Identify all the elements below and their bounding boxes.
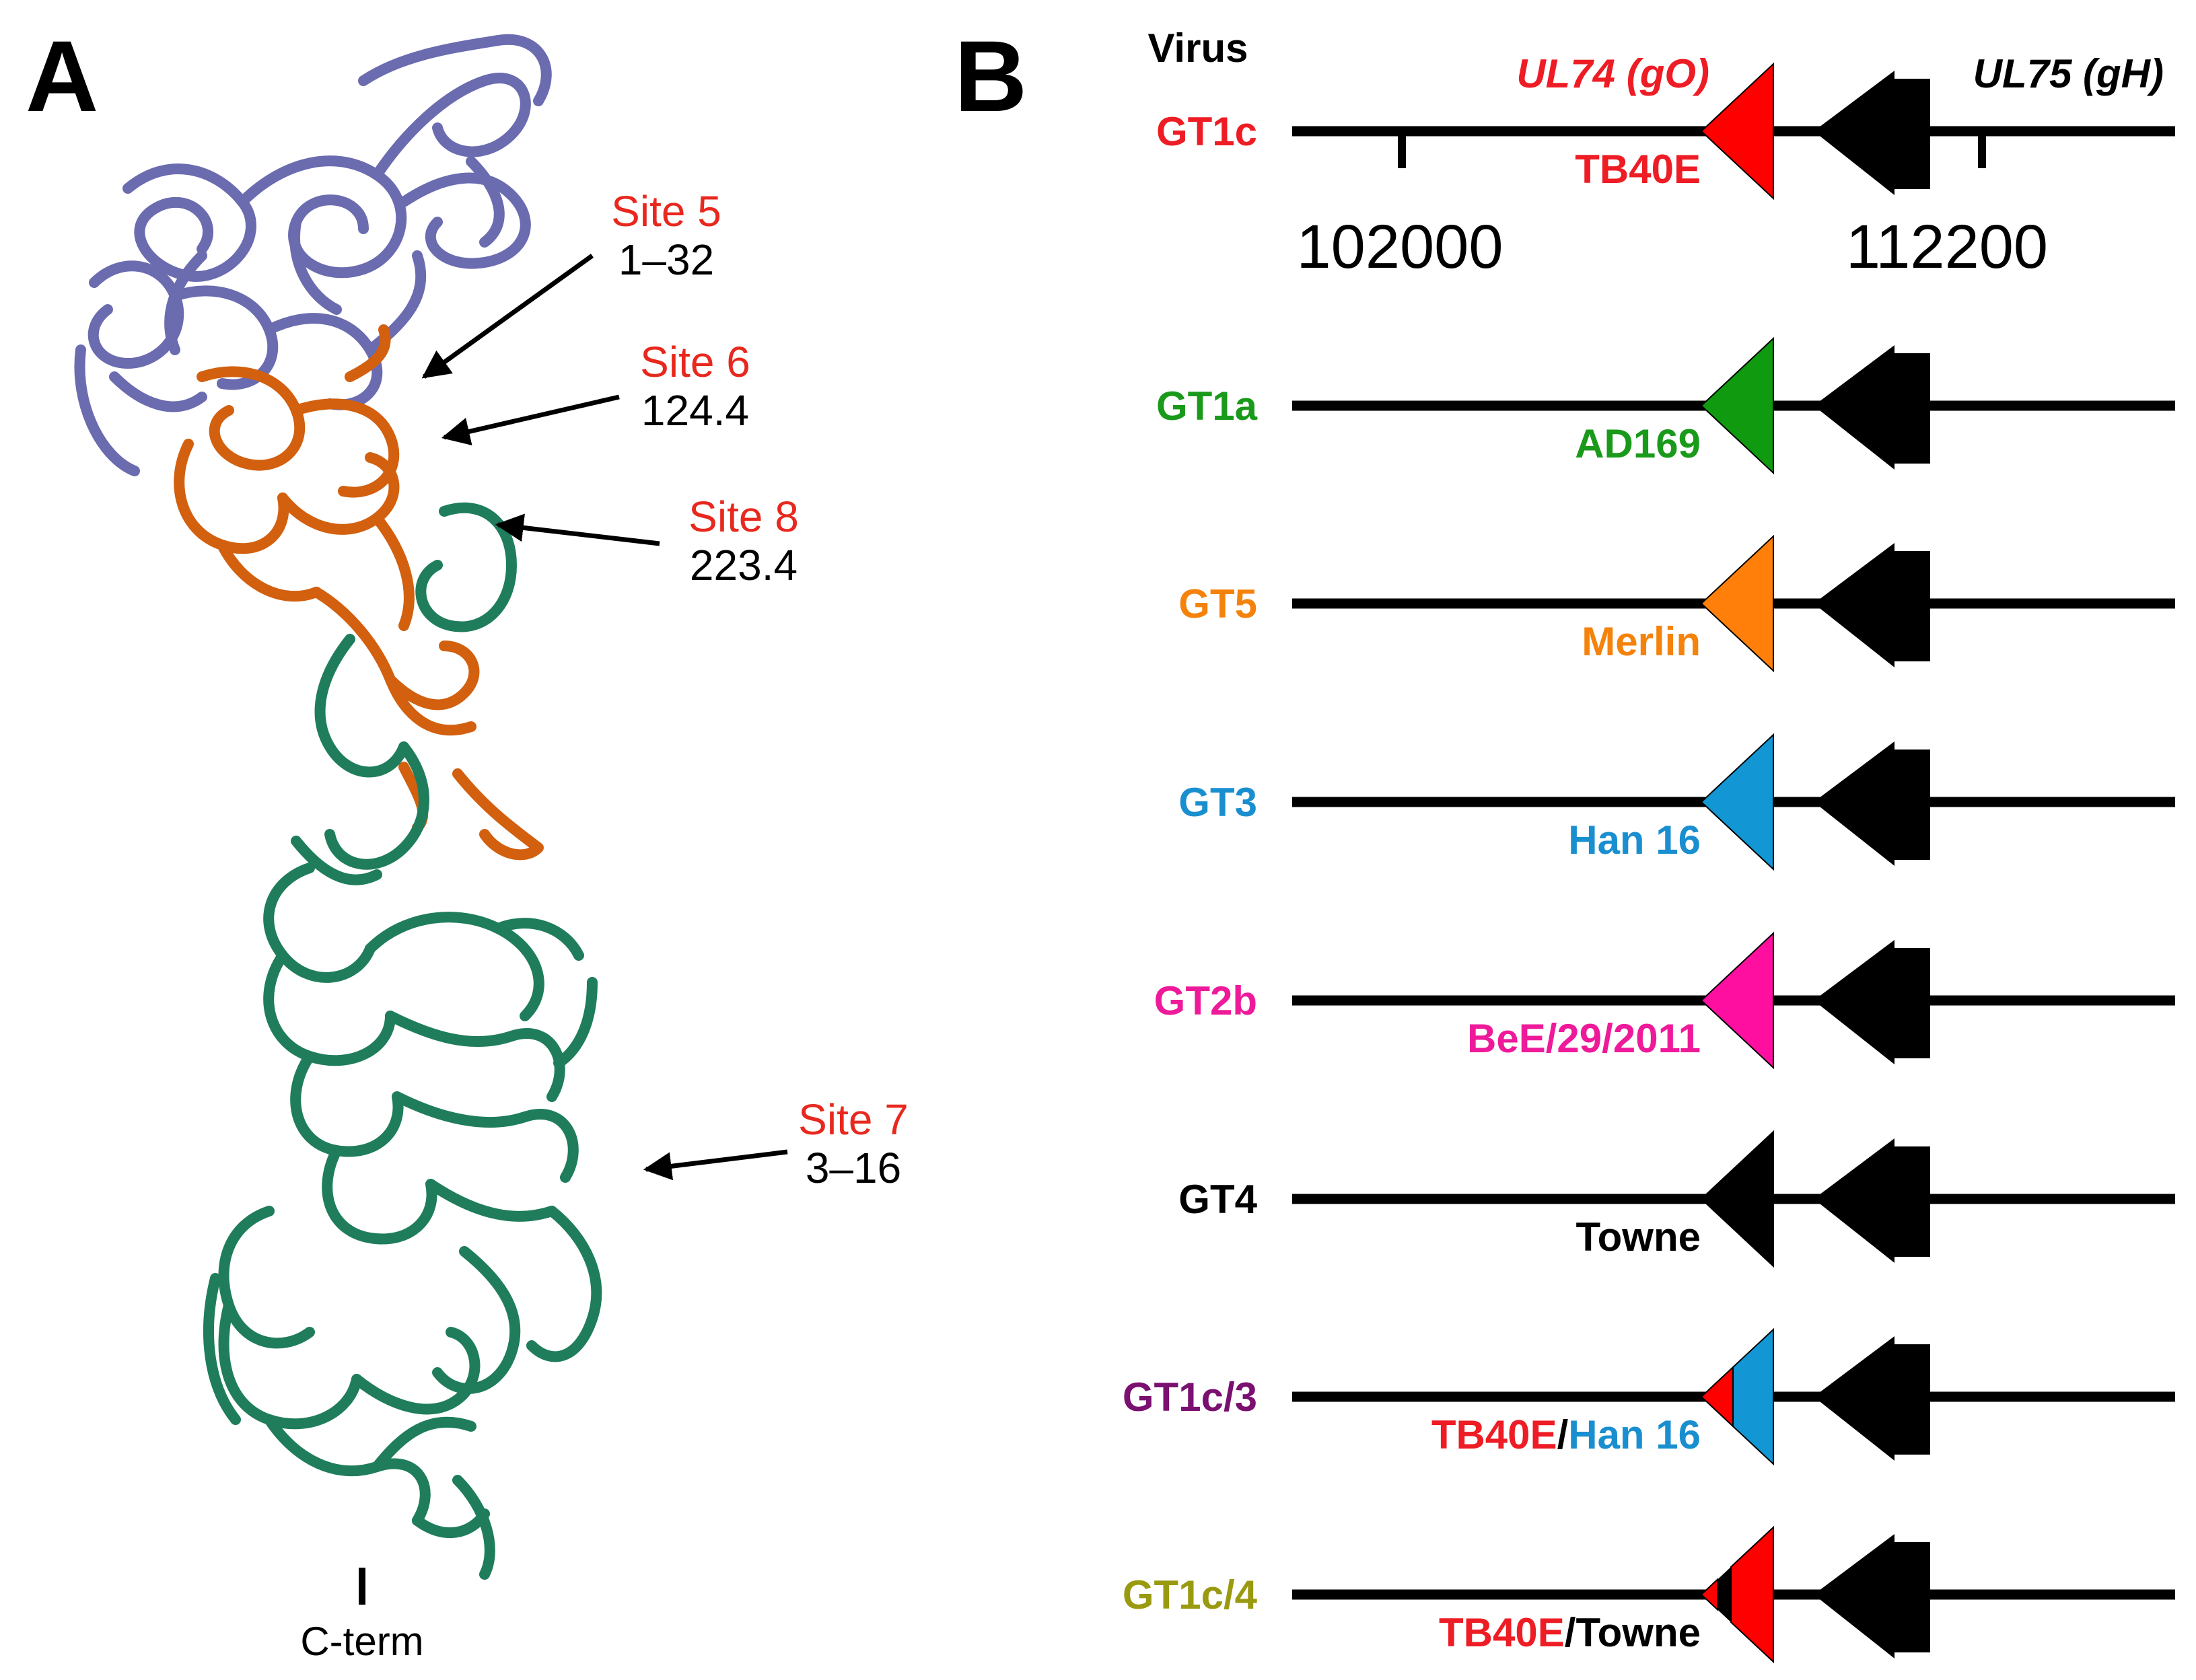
strain-label-part: Han 16 <box>1568 817 1701 863</box>
strain-label: Merlin <box>1582 619 1701 664</box>
strain-label-part: BeE/29/2011 <box>1467 1016 1701 1061</box>
cterm-label: C-term <box>300 1619 423 1664</box>
purple-domain <box>74 34 552 476</box>
site-label: Site 8 <box>688 492 799 541</box>
site-annotation-7: Site 7 3–16 <box>643 1095 909 1192</box>
strain-label-part: / <box>1557 1412 1569 1457</box>
panel-b-letter: B <box>954 20 1027 133</box>
green-domain <box>203 502 602 1580</box>
ul75-arrow <box>1814 345 1930 470</box>
ul74-arrow <box>1700 534 1774 673</box>
site-arrow <box>643 1149 788 1181</box>
gene-label-ul74: UL74 (gO) <box>1516 51 1709 96</box>
ul75-arrow <box>1814 71 1930 195</box>
panel-b: B Virus UL74 (gO) UL75 (gH) 102000 11220… <box>954 20 2175 1664</box>
site-arrow <box>421 254 594 379</box>
site-arrow <box>441 394 620 445</box>
strain-label: TB40E/Han 16 <box>1431 1412 1701 1457</box>
ul75-arrow <box>1814 1138 1930 1263</box>
ul75-arrow <box>1814 1336 1930 1461</box>
genotype-label: GT1c/4 <box>1123 1572 1258 1617</box>
genotype-label: GT2b <box>1154 978 1257 1023</box>
ul74-arrow-segment <box>1732 1327 1774 1466</box>
panel-a: A <box>26 20 909 1664</box>
strain-label: TB40E <box>1575 147 1701 192</box>
ul74-arrow <box>1700 336 1774 475</box>
genotype-label: GT1c <box>1156 109 1257 154</box>
site-annotation-6: Site 6 124.4 <box>441 338 750 445</box>
strain-label-part: Towne <box>1575 1214 1701 1259</box>
ul75-arrow <box>1814 543 1930 667</box>
site-label: Site 7 <box>798 1095 909 1144</box>
strain-label-part: TB40E <box>1439 1610 1565 1655</box>
ul74-arrow-segment <box>1700 1578 1718 1611</box>
axis-tick-label: 112200 <box>1846 213 2048 281</box>
genotype-label: GT5 <box>1178 581 1257 626</box>
site-value: 1–32 <box>618 235 714 284</box>
site-value: 124.4 <box>641 386 749 435</box>
strain-label-part: / <box>1565 1610 1576 1655</box>
genotype-label: GT4 <box>1178 1177 1257 1222</box>
strain-label-part: TB40E <box>1575 147 1701 192</box>
strain-label-part: Towne <box>1575 1610 1701 1655</box>
panel-a-letter: A <box>26 20 98 133</box>
axis-tick-label: 102000 <box>1297 213 1503 281</box>
strain-label-part: Merlin <box>1582 619 1701 664</box>
site-annotation-5: Site 5 1–32 <box>421 187 721 379</box>
ul75-arrow <box>1814 940 1930 1064</box>
strain-label-part: AD169 <box>1575 421 1701 466</box>
strain-label: TB40E/Towne <box>1439 1610 1701 1655</box>
strain-label-part: TB40E <box>1431 1412 1557 1457</box>
site-value: 3–16 <box>806 1144 901 1192</box>
virus-header: Virus <box>1148 26 1248 71</box>
site-arrow <box>495 513 660 546</box>
ul75-arrow <box>1814 741 1930 866</box>
site-value: 223.4 <box>690 541 798 589</box>
genotype-label: GT1c/3 <box>1123 1375 1257 1420</box>
ul74-arrow <box>1700 931 1774 1070</box>
ul74-arrow <box>1700 1130 1774 1268</box>
strain-label: Han 16 <box>1568 817 1701 863</box>
ul74-arrow <box>1700 62 1774 200</box>
ul74-arrow-segment <box>1700 1365 1734 1428</box>
genotype-label: GT3 <box>1178 780 1257 825</box>
strain-label: Towne <box>1575 1214 1701 1259</box>
ul75-arrow <box>1814 1534 1930 1658</box>
site-label: Site 6 <box>640 338 750 386</box>
gene-label-ul75: UL75 (gH) <box>1973 51 2164 96</box>
genotype-label: GT1a <box>1156 384 1258 429</box>
ul74-arrow-segment <box>1717 1566 1731 1623</box>
ul74-arrow <box>1700 733 1774 871</box>
site-annotation-8: Site 8 223.4 <box>495 492 799 589</box>
strain-label: BeE/29/2011 <box>1467 1016 1701 1061</box>
strain-label: AD169 <box>1575 421 1701 466</box>
protein-structure <box>74 34 602 1605</box>
ul74-arrow-segment <box>1730 1525 1774 1664</box>
site-label: Site 5 <box>611 187 721 235</box>
strain-label-part: Han 16 <box>1568 1412 1701 1457</box>
